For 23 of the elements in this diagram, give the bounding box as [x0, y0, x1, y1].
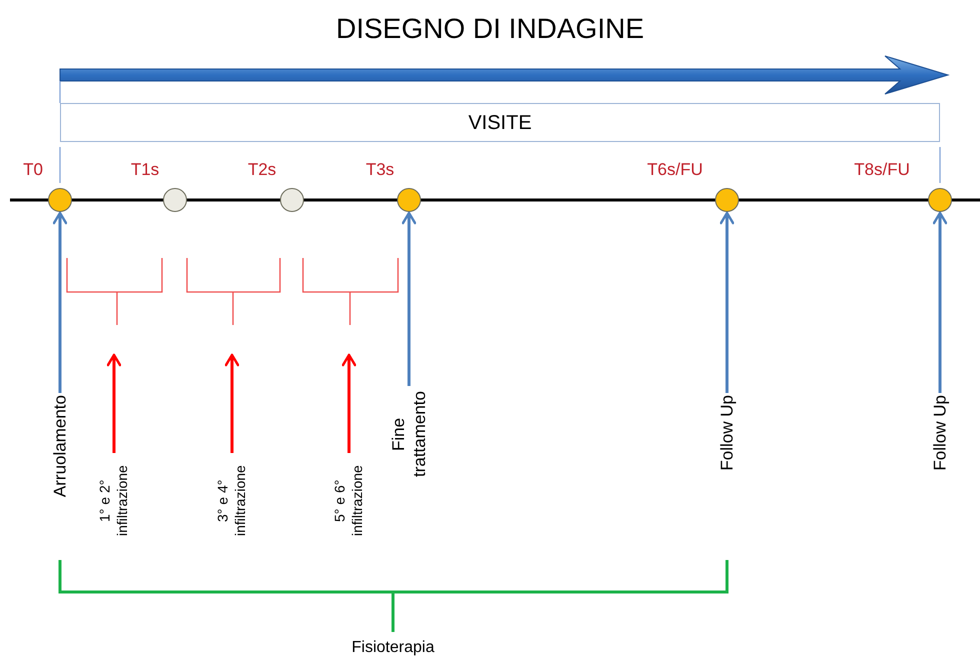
arrow [52, 212, 68, 393]
arrow [342, 354, 356, 453]
arrow [932, 212, 948, 393]
timepoint-label: T3s [366, 159, 394, 181]
vertical-label: Fine trattamento [388, 388, 430, 480]
timepoint-label: T1s [130, 159, 160, 181]
vertical-label: Arruolamento [49, 395, 71, 498]
timepoint-label: T8s/FU [854, 159, 910, 181]
vertical-label: 1° e 2° infiltrazione [96, 455, 132, 547]
arrow [106, 354, 122, 453]
vertical-label: Follow Up [929, 395, 951, 471]
arrow [720, 212, 734, 393]
timepoint-label: T2s [248, 159, 276, 181]
vertical-label: 3° e 4° infiltrazione [214, 455, 250, 547]
arrow [402, 212, 416, 386]
phase-label: Fisioterapia [352, 638, 434, 658]
timepoint-label: T0 [23, 159, 43, 181]
vertical-label: 5° e 6° infiltrazione [332, 455, 366, 547]
arrow [224, 354, 240, 453]
visit-band: VISITE [60, 103, 940, 142]
timepoint-label: T6s/FU [647, 159, 703, 181]
diagram-title: DISEGNO DI INDAGINE [334, 12, 646, 46]
vertical-label: Follow Up [716, 395, 738, 471]
